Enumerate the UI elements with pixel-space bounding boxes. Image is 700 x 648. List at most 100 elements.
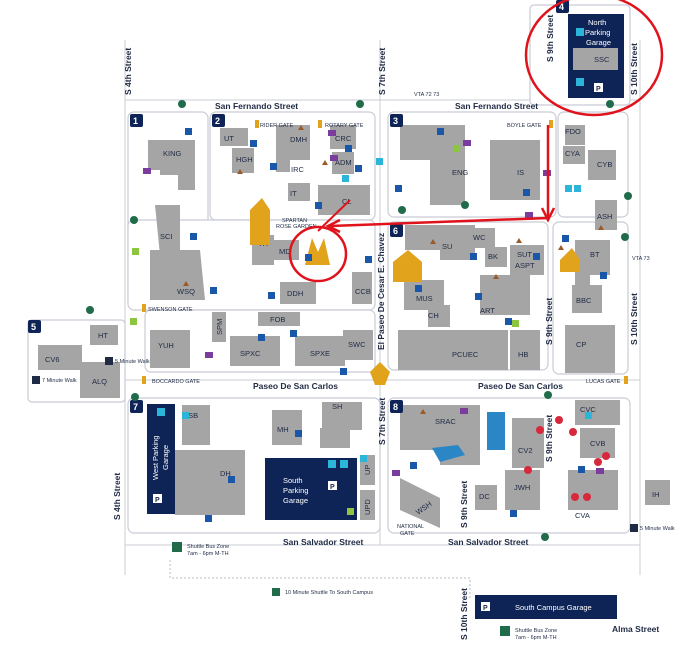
parking-icon: P <box>483 605 488 612</box>
west-parking-garage[interactable]: West Parking Garage P <box>147 404 175 514</box>
building-label: ASPT <box>515 261 535 270</box>
svg-text:SPARTAN: SPARTAN <box>282 218 307 224</box>
plaza-sculpture-icon <box>370 362 390 385</box>
street-label: S 9th Street <box>545 15 555 62</box>
building-label: FOB <box>270 315 285 324</box>
garage-label: Parking <box>585 28 610 37</box>
walk-info-5min-left: 5 Minute Walk <box>105 357 150 365</box>
annotation-pointer <box>317 199 351 232</box>
gate-label: RIDER GATE <box>260 123 294 129</box>
svg-text:VTA 72 73: VTA 72 73 <box>414 92 439 98</box>
zone-number: 5 <box>31 322 36 332</box>
street-label: S 7th Street <box>377 398 387 445</box>
gate-label: ROTARY GATE <box>325 123 364 129</box>
building-label: CVA <box>575 511 590 520</box>
building-label: BT <box>590 250 600 259</box>
highlight-circle-statue <box>288 225 348 283</box>
building-label: CVC <box>580 405 596 414</box>
garage-label: North <box>588 18 606 27</box>
zone-number: 8 <box>393 402 398 412</box>
gate-label: BOYLE GATE <box>507 123 542 129</box>
zone-number: 3 <box>393 116 398 126</box>
building-label: DC <box>479 492 490 501</box>
building-label: SPXC <box>240 349 261 358</box>
shuttle-zone-2: Shuttle Bus Zone 7am - 6pm M-TH <box>500 626 557 641</box>
building-label: ENG <box>452 168 468 177</box>
building-label: CCB <box>355 287 371 296</box>
building-label: SPM <box>215 319 224 335</box>
building-label: WSQ <box>177 287 195 296</box>
south-campus-garage[interactable]: P South Campus Garage <box>475 595 617 619</box>
building-label: SSC <box>594 55 610 64</box>
building-label: SPXE <box>310 349 330 358</box>
building-label: SUT <box>517 250 532 259</box>
tower-hall-icon <box>250 198 270 245</box>
svg-text:5 Minute Walk: 5 Minute Walk <box>115 359 150 365</box>
parking-icon: P <box>596 86 601 93</box>
building-label: DMH <box>290 135 307 144</box>
vta-stop-right: VTA 73 <box>632 256 650 262</box>
building-label: UPD <box>363 499 372 515</box>
street-label: S 7th Street <box>377 48 387 95</box>
parking-icon: P <box>330 484 335 491</box>
gate-label: LUCAS GATE <box>586 379 621 385</box>
building-label: ART <box>480 306 495 315</box>
building-labels: KING UT HGH DMH CRC IRC ADM IT CL SCI TH… <box>45 127 660 520</box>
street-label: S 10th Street <box>459 588 469 640</box>
zone-number: 1 <box>133 116 138 126</box>
building-label: JWH <box>514 483 530 492</box>
street-label: Paseo De San Carlos <box>478 381 563 391</box>
highlight-circle-north-garage <box>524 0 664 117</box>
street-label: S 9th Street <box>544 415 554 462</box>
svg-text:VTA 73: VTA 73 <box>632 256 650 262</box>
building-label: CRC <box>335 134 352 143</box>
building-label: IS <box>517 168 524 177</box>
svg-text:ROSE GARDEN: ROSE GARDEN <box>276 224 317 230</box>
svg-text:7am - 6pm M-TH: 7am - 6pm M-TH <box>187 551 229 557</box>
building-label: CH <box>428 311 439 320</box>
building-label: ADM <box>335 158 352 167</box>
street-label: San Salvador Street <box>283 537 363 547</box>
building-label: MUS <box>416 294 433 303</box>
building-label: HT <box>98 331 108 340</box>
building-label: CP <box>576 340 586 349</box>
bike-parking-icons <box>86 100 632 541</box>
accessible-parking-icons <box>524 416 610 501</box>
svg-text:10 Minute Shuttle To South Cam: 10 Minute Shuttle To South Campus <box>285 590 373 596</box>
street-label: S 9th Street <box>544 298 554 345</box>
street-label: S 9th Street <box>459 481 469 528</box>
parking-icon: P <box>155 497 160 504</box>
zone-number: 2 <box>215 116 220 126</box>
building-label: CV2 <box>518 446 533 455</box>
building-label: DH <box>220 469 231 478</box>
gate-labels: RIDER GATE ROTARY GATE BOYLE GATE SWENSO… <box>148 123 621 537</box>
building-label: CYB <box>597 160 612 169</box>
garage-label: Garage <box>161 445 170 470</box>
north-parking-garage[interactable]: North Parking Garage SSC P <box>568 14 624 98</box>
svg-text:7 Minute Walk: 7 Minute Walk <box>42 378 77 384</box>
gate-label: SWENSON GATE <box>148 307 193 313</box>
street-label: S 4th Street <box>112 473 122 520</box>
building-label: IRC <box>291 165 305 174</box>
building-label: CV6 <box>45 355 60 364</box>
zone-markers: 1 2 3 4 5 6 7 8 <box>28 0 569 413</box>
charging-station-icons <box>130 145 592 515</box>
street-label: San Fernando Street <box>455 101 538 111</box>
building-label: UT <box>224 134 234 143</box>
building-label: WC <box>473 233 486 242</box>
zone-number: 6 <box>393 226 398 236</box>
building-label: YUH <box>158 341 174 350</box>
vta-stop-top: VTA 72 73 <box>414 92 439 98</box>
svg-text:7am - 6pm M-TH: 7am - 6pm M-TH <box>515 635 557 641</box>
south-parking-garage[interactable]: South Parking Garage P <box>265 458 357 520</box>
street-labels: San Fernando Street San Fernando Street … <box>112 15 659 640</box>
building-label: HGH <box>236 155 253 164</box>
pool <box>432 412 505 462</box>
street-label: S 4th Street <box>123 48 133 95</box>
arrowhead-left <box>325 218 341 234</box>
spartan-rose-garden-label: SPARTAN ROSE GARDEN <box>276 218 317 230</box>
building-label: UP <box>363 465 372 475</box>
svg-text:Shuttle Bus Zone: Shuttle Bus Zone <box>187 544 229 550</box>
gate-label: BOCCARDO GATE <box>152 379 200 385</box>
garage-label: Garage <box>586 38 611 47</box>
